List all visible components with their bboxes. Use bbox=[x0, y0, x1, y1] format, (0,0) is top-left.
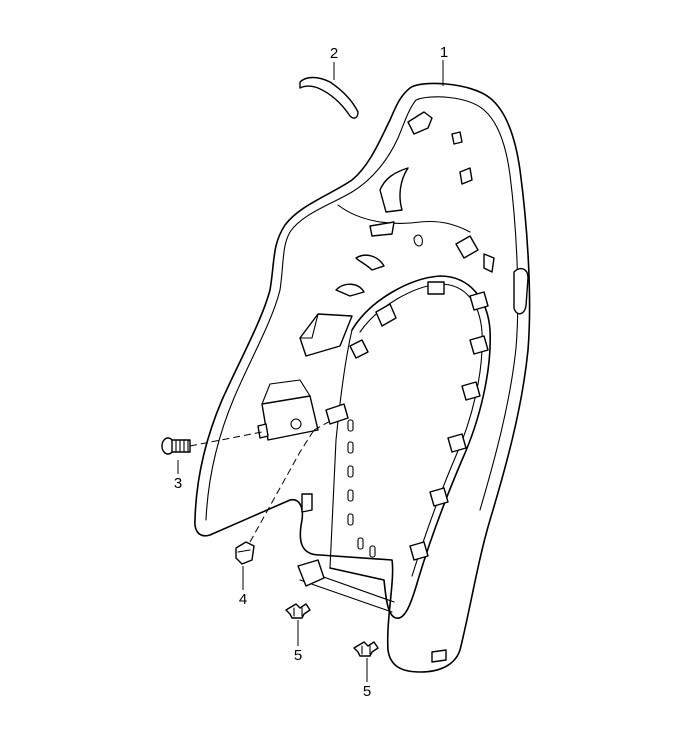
clip-part4 bbox=[235, 419, 333, 565]
callout-part1: 1 bbox=[440, 44, 448, 61]
top-trim-strip bbox=[299, 76, 359, 119]
screw bbox=[161, 431, 263, 455]
clip-nut-upper bbox=[285, 603, 311, 619]
backrest-inner-panel bbox=[297, 275, 492, 663]
callout-part5a: 5 bbox=[294, 647, 302, 664]
callout-part2: 2 bbox=[330, 45, 338, 62]
callout-part4: 4 bbox=[239, 591, 247, 608]
callout-part5b: 5 bbox=[363, 683, 371, 700]
callout-part3: 3 bbox=[174, 475, 182, 492]
lower-mount-bracket bbox=[257, 379, 319, 513]
clip-nut-lower bbox=[353, 641, 379, 657]
backrest-shell bbox=[194, 82, 531, 673]
